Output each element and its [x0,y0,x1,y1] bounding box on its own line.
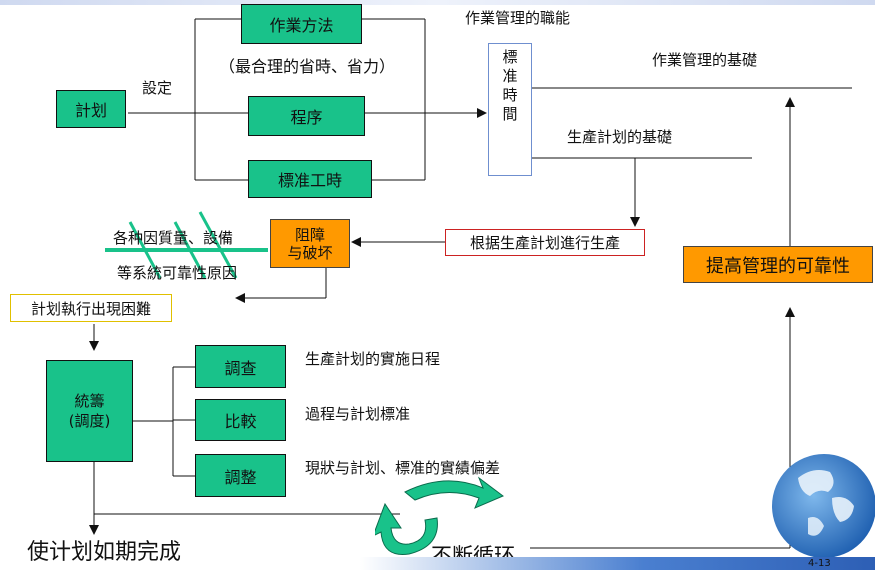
bottom-bar [360,557,875,570]
method-note: （最合理的省時、省力） [219,57,396,76]
prod-basis-label: 生產計划的基礎 [567,128,673,146]
produce-by-plan-label: 根据生產計划進行生產 [469,234,620,252]
investigate-note: 生產計划的實施日程 [305,350,441,368]
compare-note: 過程与計划標准 [305,405,411,423]
globe-icon [772,454,875,558]
compare-box: 比較 [195,399,286,441]
adjust-note: 現狀与計划、標准的實績偏差 [305,459,501,477]
std-time-char: 標 [502,48,518,66]
coordination-box: 統籌 (調度) [46,360,133,462]
cycle-arrows-icon [375,476,504,556]
obstacle-box: 阻障 与破坏 [270,219,350,268]
on-schedule-label: 使计划如期完成 [27,540,182,565]
adjust-label: 調整 [224,467,257,487]
difficulty-label: 計划執行出現困難 [30,299,151,318]
produce-by-plan-box: 根据生產計划進行生產 [445,229,645,256]
mgmt-basis-label: 作業管理的基礎 [652,51,758,69]
reliability-label: 提高管理的可靠性 [706,255,850,277]
std-time-char: 准 [502,67,518,85]
reliability-box: 提高管理的可靠性 [683,246,873,283]
std-time-box: 標 准 時 間 [488,43,532,176]
investigate-box: 調查 [195,345,286,388]
coord-line1: 統籌 [74,392,105,410]
std-hours-box: 標准工時 [248,160,372,198]
plan-box: 計划 [56,90,126,128]
plan-label: 計划 [74,101,107,120]
procedure-box: 程序 [248,96,365,136]
std-time-char: 間 [502,105,518,123]
coord-line2: (調度) [68,412,111,430]
adjust-box: 調整 [195,454,286,497]
procedure-label: 程序 [290,108,323,127]
std-time-char: 時 [502,86,518,104]
method-label: 作業方法 [269,16,334,35]
obstacle-line2: 与破坏 [287,243,333,262]
std-hours-label: 標准工時 [277,171,342,190]
difficulty-box: 計划執行出現困難 [10,294,172,322]
compare-label: 比較 [224,412,257,431]
setting-label: 設定 [142,79,173,97]
top-border [0,0,875,5]
investigate-label: 調查 [224,358,257,378]
mgmt-function-label: 作業管理的職能 [465,9,571,27]
causes-line2: 等系統可靠性原因 [117,264,238,282]
page-number: 4-13 [808,558,831,569]
method-box: 作業方法 [241,4,362,44]
causes-line1: 各种因質量、設備 [113,229,234,247]
obstacle-line1: 阻障 [294,225,325,244]
